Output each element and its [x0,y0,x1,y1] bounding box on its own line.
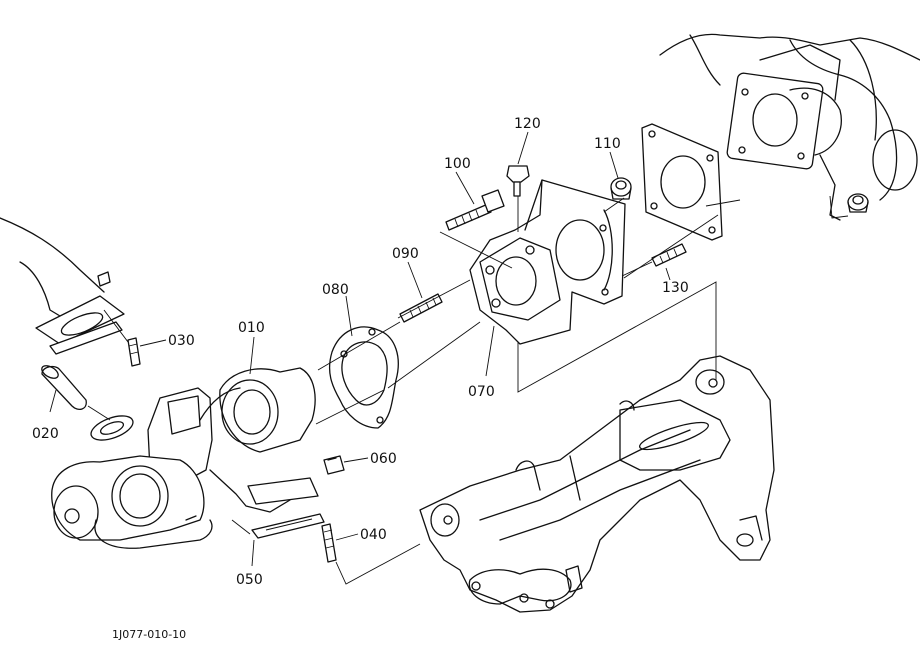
engine-block-outline [659,33,920,221]
callout-label: 080 [322,282,349,298]
stud-030 [127,337,141,367]
callout-120: 120 [514,116,541,165]
square-gasket [641,123,723,241]
elbow-housing-070 [469,179,626,345]
nut-060 [323,455,345,475]
callout-110: 110 [594,136,621,179]
callout-label: 030 [168,333,195,349]
exhaust-manifold [419,355,775,613]
callout-020: 020 [32,389,59,442]
callout-label: 020 [32,426,59,442]
callout-060: 060 [343,451,397,467]
callout-label: 090 [392,246,419,262]
nut-110 [610,177,632,200]
callout-030: 030 [139,333,195,349]
turbocharger-010 [51,367,319,549]
callout-100: 100 [444,156,475,205]
callout-010: 010 [238,320,265,375]
gasket-050 [251,513,325,539]
intake-pipe [0,217,125,355]
callout-label: 120 [514,116,541,132]
gasket-080 [328,326,399,429]
callout-label: 110 [594,136,621,152]
callout-label: 060 [370,451,397,467]
stud-090 [399,293,443,323]
leader-lines [87,195,849,585]
callout-label: 100 [444,156,471,172]
bolt-100 [445,189,505,231]
callout-label: 070 [468,384,495,400]
callout-040: 040 [335,527,387,543]
drawing-code: 1J077-010-10 [112,628,186,641]
nut-right [847,193,869,213]
callout-label: 050 [236,572,263,588]
stud-040 [321,523,337,563]
callout-050: 050 [236,539,263,588]
callout-130: 130 [662,267,689,296]
callout-label: 130 [662,280,689,296]
callout-070: 070 [468,325,495,400]
stud-130 [651,243,687,267]
callout-label: 040 [360,527,387,543]
bolt-120 [506,165,530,197]
callout-090: 090 [392,246,423,299]
callout-label: 010 [238,320,265,336]
callout-080: 080 [322,282,353,337]
